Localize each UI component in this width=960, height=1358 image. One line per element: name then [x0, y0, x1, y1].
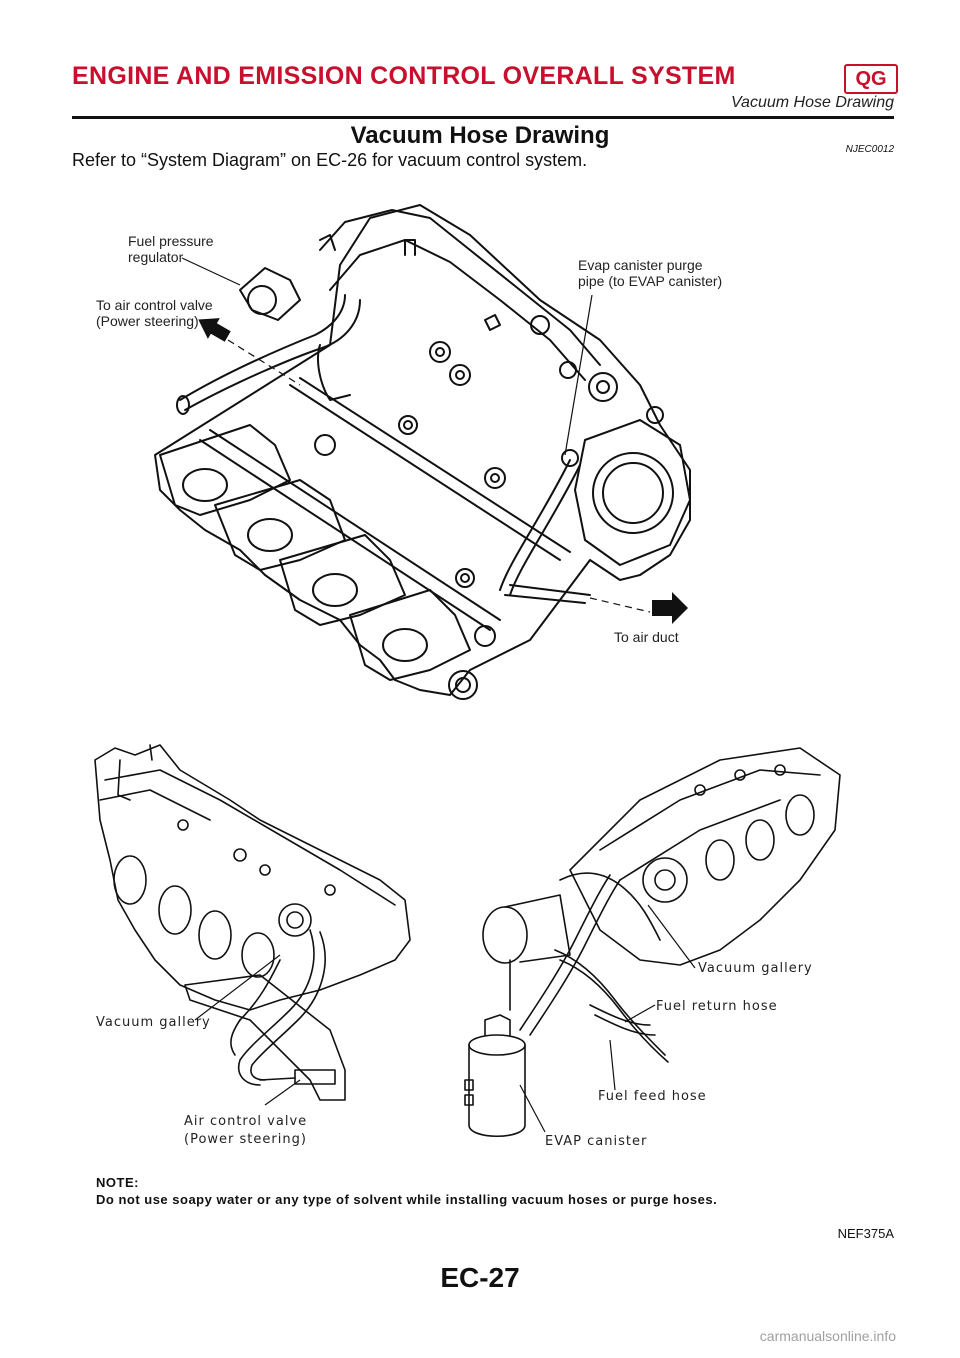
label-to-air-control-valve-1: To air control valve [96, 297, 213, 313]
label-fuel-return-hose: Fuel return hose [656, 999, 778, 1014]
label-air-control-valve-2: (Power steering) [184, 1132, 307, 1147]
label-vacuum-gallery-left: Vacuum gallery [96, 1015, 211, 1030]
watermark: carmanualsonline.info [759, 1328, 896, 1344]
label-evap-purge-1: Evap canister purge [578, 257, 703, 273]
right-engine-drawing [464, 747, 841, 1138]
figure-code: NEF375A [837, 1226, 894, 1241]
left-engine-drawing [94, 744, 411, 1101]
label-vacuum-gallery-right: Vacuum gallery [698, 961, 813, 976]
intake-manifold-drawing [154, 204, 691, 700]
label-fuel-feed-hose: Fuel feed hose [598, 1089, 707, 1104]
to-air-duct-arrow-icon [652, 592, 688, 624]
to-air-control-valve-arrow-icon [198, 318, 231, 342]
note-heading: NOTE: [96, 1175, 139, 1190]
label-to-air-duct: To air duct [614, 629, 679, 645]
section-code: NJEC0012 [845, 144, 894, 155]
left-figure-leaders [194, 954, 301, 1106]
page-number: EC-27 [440, 1262, 520, 1293]
label-air-control-valve-1: Air control valve [184, 1114, 307, 1129]
label-fuel-pressure-regulator-2: regulator [128, 249, 184, 265]
header-subtitle: Vacuum Hose Drawing [730, 94, 894, 111]
label-fuel-pressure-regulator-1: Fuel pressure [128, 233, 214, 249]
label-evap-canister: EVAP canister [545, 1134, 647, 1149]
section-title: Vacuum Hose Drawing [350, 122, 610, 149]
header-title: ENGINE AND EMISSION CONTROL OVERALL SYST… [72, 62, 736, 90]
label-evap-purge-2: pipe (to EVAP canister) [578, 273, 722, 289]
note-body: Do not use soapy water or any type of so… [96, 1192, 718, 1207]
right-figure-leaders [519, 904, 696, 1133]
label-to-air-control-valve-2: (Power steering) [96, 313, 199, 329]
intro-text: Refer to “System Diagram” on EC-26 for v… [72, 150, 588, 170]
section-badge: QG [844, 64, 898, 94]
top-figure-leaders [181, 257, 651, 613]
header-rule [72, 116, 894, 119]
